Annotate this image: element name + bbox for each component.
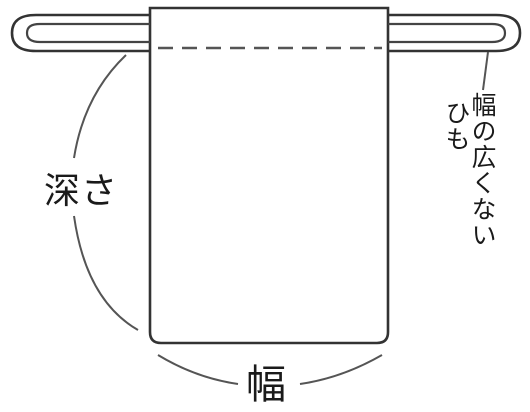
depth-arc-upper [73, 54, 127, 159]
bag-outline [148, 6, 390, 345]
width-arc-left [157, 354, 239, 385]
left-drawstring-inner [25, 22, 150, 44]
right-drawstring-loop [388, 13, 522, 53]
string-leader-line [482, 51, 489, 91]
left-drawstring-loop [10, 13, 150, 53]
depth-arc-lower [73, 215, 139, 331]
width-arc-right [299, 354, 383, 385]
depth-label: 深さ [44, 171, 119, 212]
string-label-line-2: ひも [442, 100, 471, 152]
right-drawstring-inner [388, 22, 507, 44]
string-label-line-1: 幅の広くない [468, 92, 497, 248]
width-label: 幅 [246, 362, 286, 408]
